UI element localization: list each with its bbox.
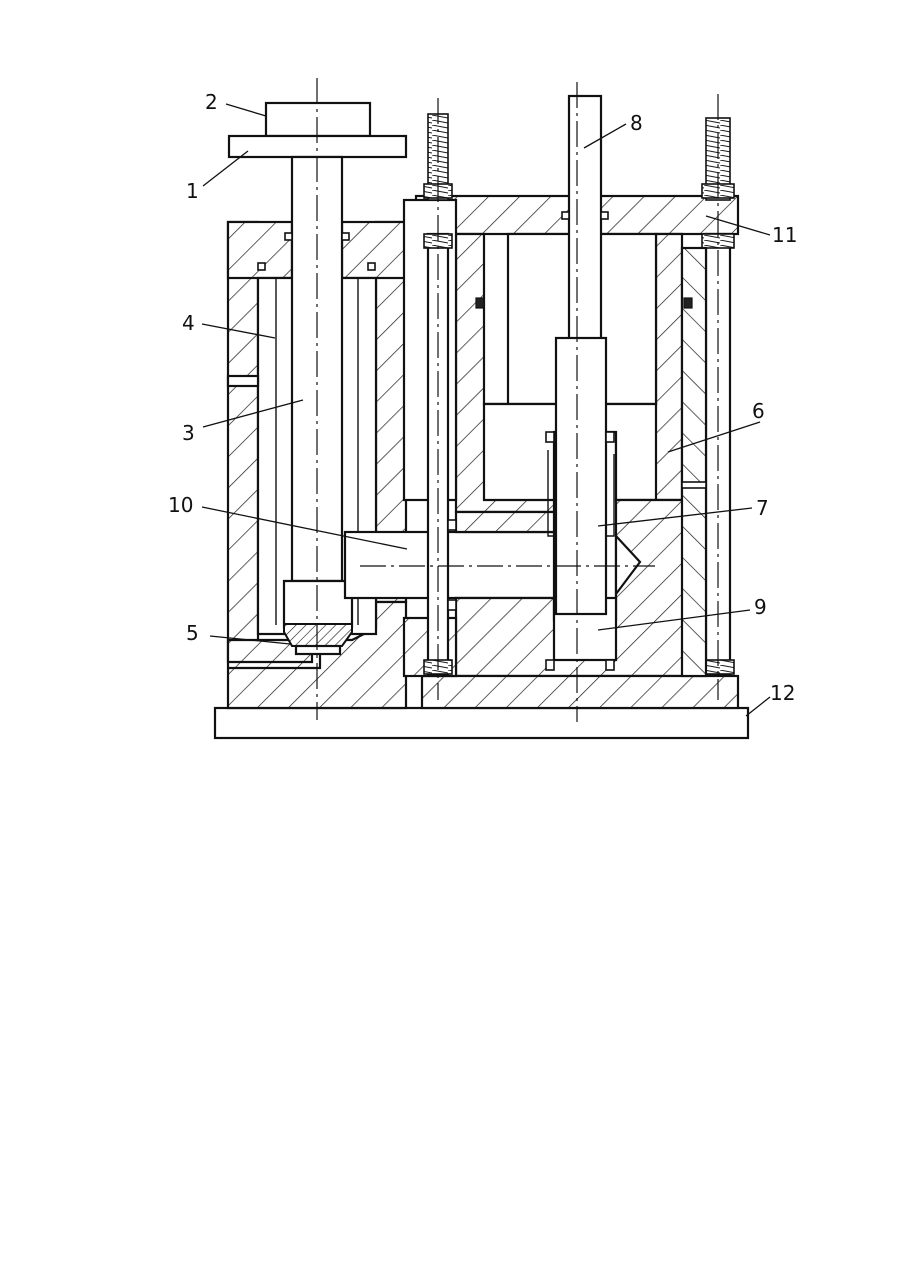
rod-8 [569,96,601,344]
callout-label-3: 3 [182,421,195,445]
callout-label-1: 1 [186,179,199,203]
callout-label-12: 12 [770,681,795,705]
channel-10 [345,532,555,598]
top-cap-2 [266,103,370,136]
seal-5 [284,624,352,646]
callout-label-6: 6 [752,399,765,423]
callout-label-10: 10 [168,493,193,517]
base-plate [215,708,748,738]
right-bottom-plate [422,676,738,708]
piston-7 [556,338,606,614]
callout-label-2: 2 [205,90,218,114]
callout-label-7: 7 [756,496,769,520]
callout-label-8: 8 [630,111,643,135]
callout-label-4: 4 [182,311,195,335]
callout-label-11: 11 [772,223,797,247]
callout-label-5: 5 [186,621,199,645]
callout-label-9: 9 [754,595,767,619]
